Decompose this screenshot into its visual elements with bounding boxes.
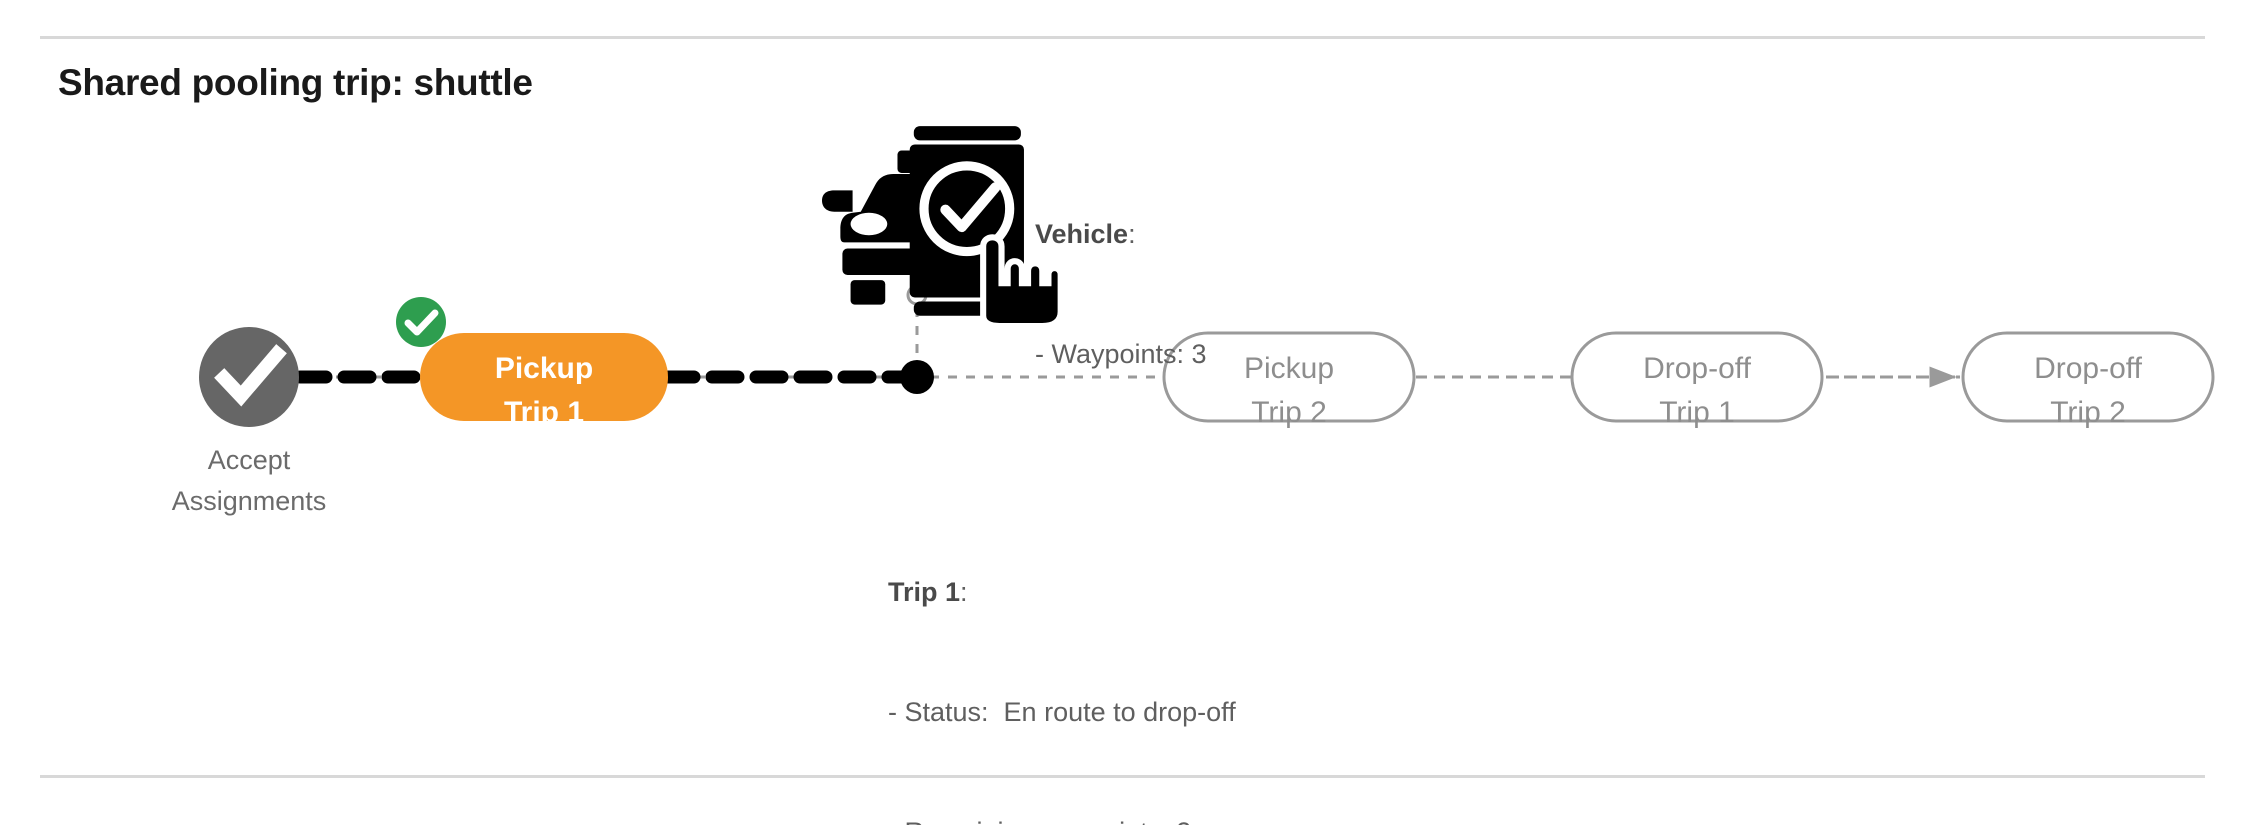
dropoff-trip-2-pill: [1961, 331, 2215, 423]
trip1-status-row: - Status: En route to drop-off: [888, 692, 1236, 732]
pickup-trip-2-pill: [1162, 331, 1416, 423]
car-phone-check-icon: [822, 126, 1064, 330]
vehicle-info-heading-row: Vehicle:: [1035, 214, 1207, 254]
trip1-status-label: - Status:: [888, 697, 997, 727]
accept-caption-line-2: Assignments: [171, 486, 327, 516]
vehicle-info-waypoints: - Waypoints: 3: [1035, 339, 1207, 369]
accept-assignments-node[interactable]: [199, 327, 299, 427]
dropoff-trip-1-pill: [1570, 331, 1824, 423]
pickup-trip-1-pill: [420, 333, 668, 421]
trip1-heading-row: Trip 1:: [888, 572, 1236, 612]
trip1-heading-suffix: :: [960, 577, 968, 607]
page-title: Shared pooling trip: shuttle: [58, 62, 533, 103]
trip1-heading: Trip 1: [888, 577, 961, 607]
bottom-divider: [40, 775, 2205, 778]
top-divider: [40, 36, 2205, 39]
trip1-waypoints: - Remaining waypoints: 2: [888, 812, 1236, 825]
white-check-path: [214, 344, 287, 407]
trips-info-block: Trip 1: - Status: En route to drop-off -…: [888, 492, 1236, 825]
check-badge-icon: [396, 297, 446, 347]
vehicle-info-heading: Vehicle: [1035, 219, 1129, 249]
accept-caption-line-1: Accept: [207, 445, 291, 475]
vehicle-info-block: Vehicle: - Waypoints: 3: [1035, 134, 1207, 454]
accept-assignments-caption: Accept Assignments: [99, 440, 399, 522]
pickup-trip-1-node[interactable]: [420, 333, 668, 421]
trip1-status-value: En route to drop-off: [996, 697, 1236, 727]
vehicle-position-dot: [900, 360, 934, 394]
vehicle-info-heading-suffix: :: [1128, 219, 1136, 249]
